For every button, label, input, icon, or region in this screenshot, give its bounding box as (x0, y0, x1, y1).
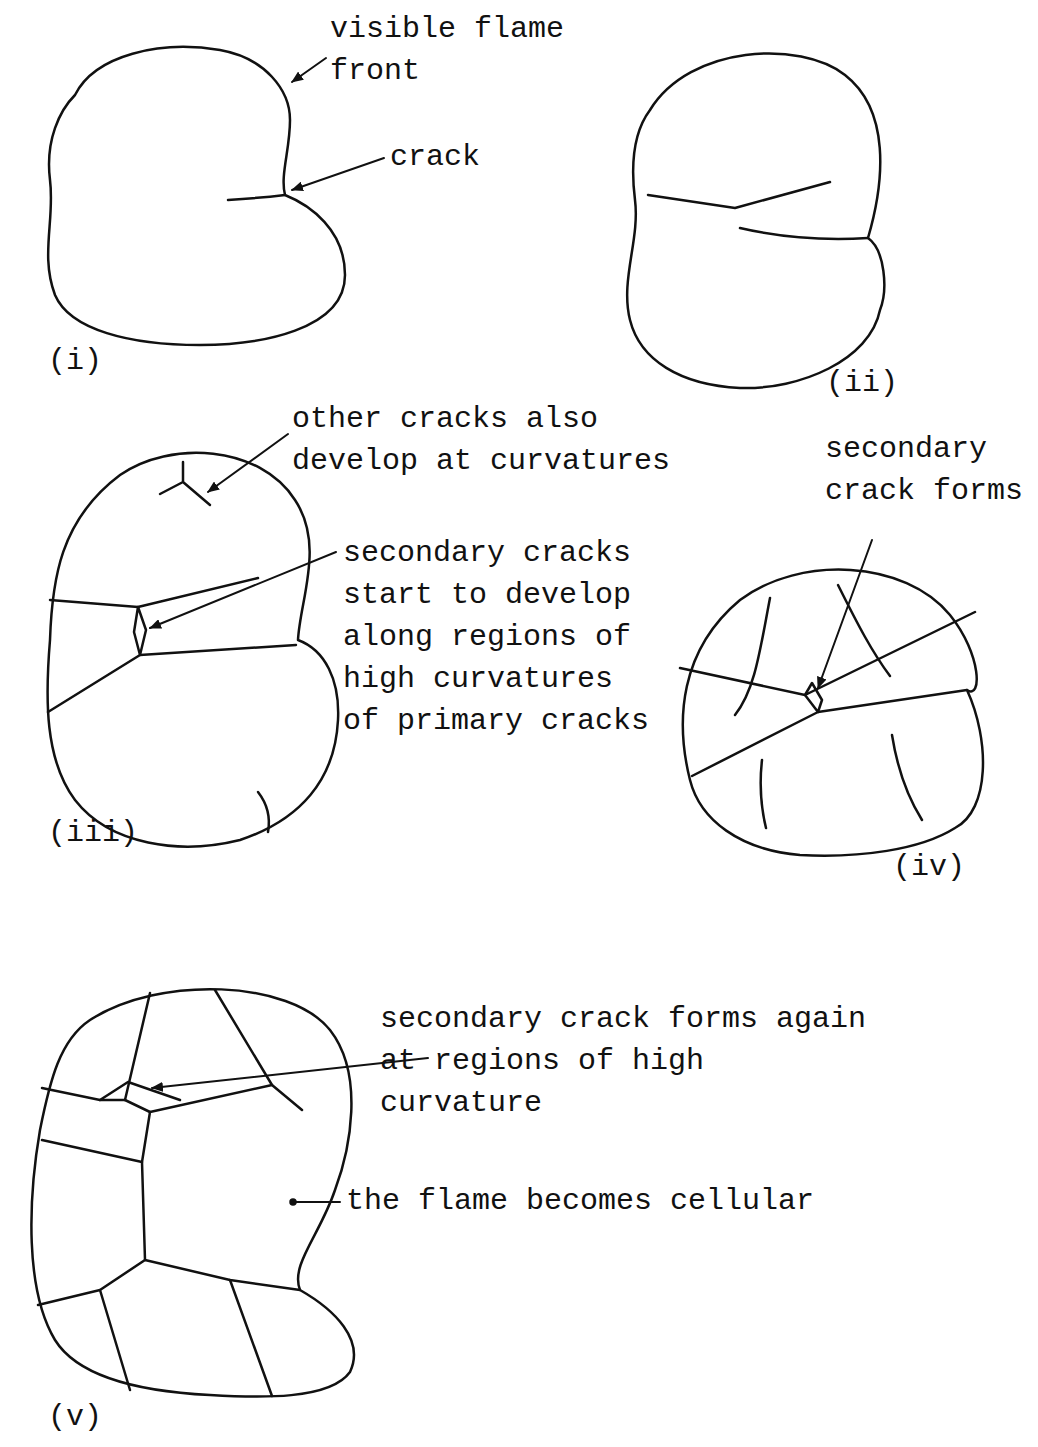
crack-line (805, 683, 822, 712)
crack-line (215, 990, 302, 1110)
crack-line (648, 182, 830, 208)
crack-line (160, 462, 210, 505)
crack-line (740, 228, 868, 239)
crack-line (38, 1260, 300, 1305)
panel-number: (iv) (893, 846, 993, 888)
crack-line (761, 760, 766, 828)
crack-line (735, 598, 770, 715)
leader-dot (291, 1200, 296, 1205)
crack-line (100, 1290, 130, 1390)
crack-line (838, 585, 890, 676)
crack-line (692, 690, 967, 776)
crack-line (42, 1088, 150, 1112)
crack-line (258, 792, 269, 832)
callout-label: the flame becomes cellular (346, 1180, 826, 1222)
crack-line (125, 993, 150, 1100)
panel-number: (iii) (48, 812, 158, 854)
crack-line (50, 578, 258, 607)
flame-outline (31, 989, 354, 1396)
callout-label: other cracks also develop at curvatures (292, 398, 684, 482)
leader-line (294, 1201, 340, 1203)
flame-outline (48, 453, 339, 847)
leader-line (292, 58, 326, 82)
leader-line (150, 552, 336, 628)
flame-outline (683, 570, 983, 856)
crack-line (42, 1085, 272, 1162)
crack-line (680, 612, 975, 695)
crack-line (48, 645, 296, 712)
callout-label: visible flame front (330, 8, 570, 92)
crack-line (142, 1162, 145, 1260)
crack-line (228, 195, 285, 200)
crack-line (134, 607, 146, 655)
crack-line (892, 735, 922, 820)
leader-line (818, 540, 872, 688)
callout-label: crack (390, 136, 510, 178)
flame-outline (48, 47, 345, 345)
callout-label: secondary crack forms (825, 428, 1029, 512)
panel-number: (ii) (826, 362, 926, 404)
callout-label: secondary cracks start to develop along … (343, 532, 655, 742)
panel-number: (v) (48, 1396, 128, 1438)
crack-line (230, 1280, 272, 1396)
leader-line (292, 158, 384, 190)
panel-number: (i) (48, 340, 128, 382)
flame-outline (627, 53, 884, 388)
crack-line (100, 1082, 180, 1100)
callout-label: secondary crack forms again at regions o… (380, 998, 880, 1124)
leader-line (208, 434, 288, 492)
